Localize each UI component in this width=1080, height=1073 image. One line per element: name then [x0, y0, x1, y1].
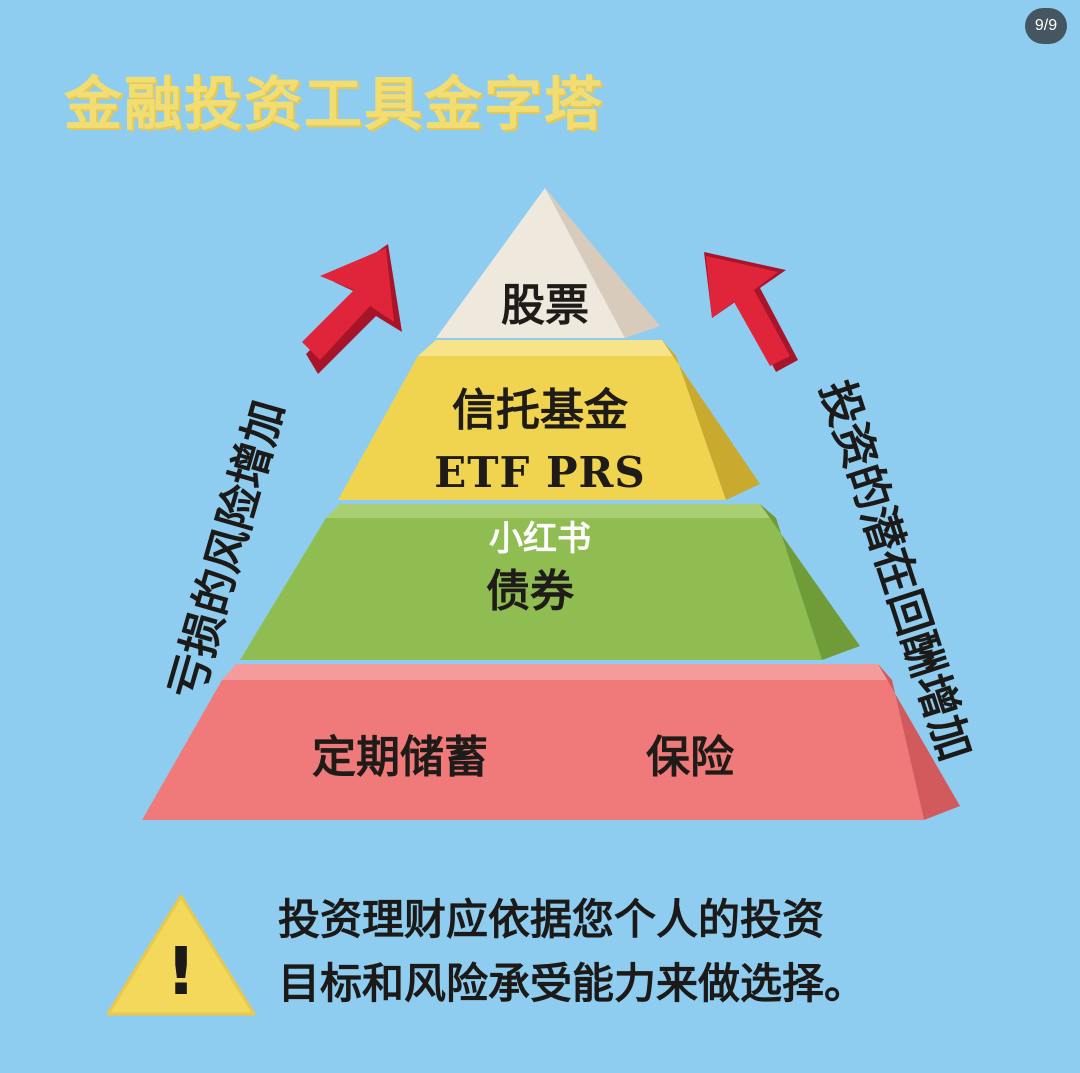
page-title: 金融投资工具金字塔 — [64, 70, 605, 138]
tier-trust-front — [338, 356, 726, 500]
tier-label-savings: 定期储蓄 — [312, 732, 488, 783]
tier-stocks-side — [545, 188, 660, 338]
tier-bonds-top — [326, 504, 776, 518]
tier-savings-side — [878, 664, 960, 820]
tier-label-bonds: 债券 — [486, 566, 574, 617]
tier-trust-top — [418, 340, 676, 356]
warning-line-1: 投资理财应依据您个人的投资 — [278, 895, 825, 944]
tier-bonds-front — [240, 518, 822, 660]
tier-trust-fund — [338, 340, 760, 500]
red-up-arrow-icon — [302, 244, 402, 374]
tier-bonds-side — [760, 504, 860, 660]
watermark-logo: 小红书 — [489, 519, 591, 559]
red-up-arrow-icon — [704, 252, 798, 372]
warning-message: 投资理财应依据您个人的投资 目标和风险承受能力来做选择。 — [278, 888, 1058, 1016]
tier-stocks — [436, 188, 660, 338]
tier-stocks-front — [436, 188, 625, 338]
tier-label-etf-prs: ETF PRS — [434, 448, 646, 497]
warning-exclamation: ! — [166, 933, 196, 1010]
tier-label-insurance: 保险 — [646, 732, 734, 783]
warning-triangle-icon: ! — [106, 894, 256, 1016]
tier-label-stocks: 股票 — [501, 280, 589, 331]
red-up-arrow-icon-left-face — [302, 248, 394, 360]
tier-trust-side — [662, 340, 760, 500]
page-counter: 9/9 — [1025, 8, 1067, 44]
warning-line-2: 目标和风险承受能力来做选择。 — [278, 959, 867, 1008]
tier-bonds — [240, 504, 860, 660]
tier-savings — [142, 664, 960, 820]
red-up-arrow-icon-right-face — [706, 256, 790, 366]
warning-triangle-shape — [106, 894, 256, 1016]
tier-savings-front — [142, 680, 924, 820]
tier-savings-top — [222, 664, 892, 680]
tier-label-trust-fund: 信托基金 — [452, 385, 628, 436]
